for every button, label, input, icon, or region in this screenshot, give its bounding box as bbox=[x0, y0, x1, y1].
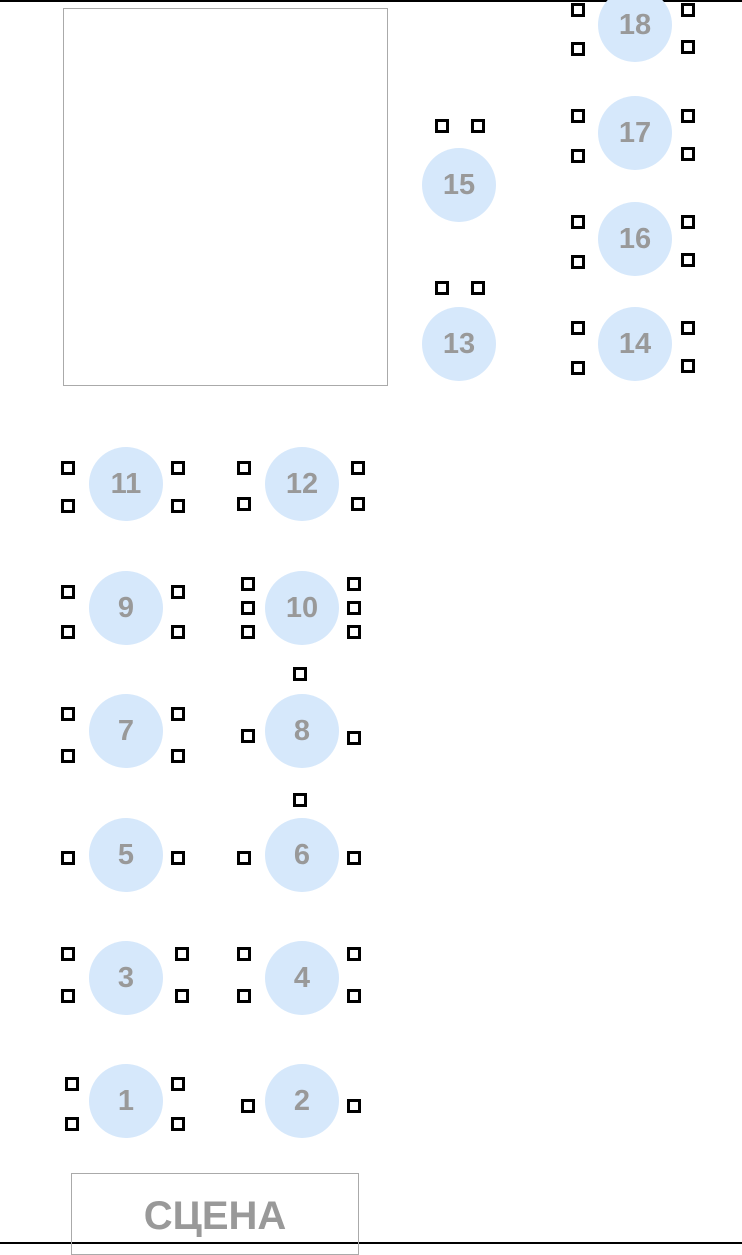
seat-table-3-2[interactable] bbox=[175, 947, 189, 961]
table-3[interactable]: 3 bbox=[89, 941, 163, 1015]
table-13[interactable]: 13 bbox=[422, 307, 496, 381]
seat-table-15-1[interactable] bbox=[435, 119, 449, 133]
seat-table-15-2[interactable] bbox=[471, 119, 485, 133]
seat-table-10-3[interactable] bbox=[241, 625, 255, 639]
seat-table-4-3[interactable] bbox=[237, 989, 251, 1003]
seat-table-5-2[interactable] bbox=[171, 851, 185, 865]
seat-table-4-4[interactable] bbox=[347, 989, 361, 1003]
seat-table-18-1[interactable] bbox=[571, 3, 585, 17]
table-16[interactable]: 16 bbox=[598, 202, 672, 276]
table-4[interactable]: 4 bbox=[265, 941, 339, 1015]
seat-table-8-2[interactable] bbox=[241, 729, 255, 743]
seat-table-12-4[interactable] bbox=[351, 497, 365, 511]
seat-table-16-1[interactable] bbox=[571, 215, 585, 229]
seat-table-10-1[interactable] bbox=[241, 577, 255, 591]
seat-table-7-2[interactable] bbox=[171, 707, 185, 721]
seat-table-6-1[interactable] bbox=[237, 851, 251, 865]
seat-table-8-1[interactable] bbox=[293, 667, 307, 681]
seat-table-4-2[interactable] bbox=[347, 947, 361, 961]
seat-table-5-1[interactable] bbox=[61, 851, 75, 865]
seat-table-3-1[interactable] bbox=[61, 947, 75, 961]
seat-table-2-1[interactable] bbox=[241, 1099, 255, 1113]
seat-table-16-2[interactable] bbox=[681, 215, 695, 229]
table-9[interactable]: 9 bbox=[89, 571, 163, 645]
seat-table-10-5[interactable] bbox=[347, 601, 361, 615]
seat-table-8-4[interactable] bbox=[293, 793, 307, 807]
seat-table-17-1[interactable] bbox=[571, 109, 585, 123]
seat-table-12-2[interactable] bbox=[351, 461, 365, 475]
table-1[interactable]: 1 bbox=[89, 1064, 163, 1138]
seat-table-10-6[interactable] bbox=[347, 625, 361, 639]
seat-table-1-3[interactable] bbox=[65, 1117, 79, 1131]
seat-table-9-3[interactable] bbox=[61, 625, 75, 639]
seat-table-16-3[interactable] bbox=[571, 255, 585, 269]
table-7[interactable]: 7 bbox=[89, 694, 163, 768]
seat-table-17-4[interactable] bbox=[681, 147, 695, 161]
seat-table-4-1[interactable] bbox=[237, 947, 251, 961]
seat-table-1-2[interactable] bbox=[171, 1077, 185, 1091]
top-border bbox=[0, 0, 742, 2]
table-8[interactable]: 8 bbox=[265, 694, 339, 768]
seat-table-9-1[interactable] bbox=[61, 585, 75, 599]
seat-table-14-4[interactable] bbox=[681, 359, 695, 373]
seat-table-11-3[interactable] bbox=[61, 499, 75, 513]
empty-area bbox=[63, 8, 388, 386]
seat-table-18-3[interactable] bbox=[571, 42, 585, 56]
table-11[interactable]: 11 bbox=[89, 447, 163, 521]
seat-table-11-4[interactable] bbox=[171, 499, 185, 513]
seat-table-6-2[interactable] bbox=[347, 851, 361, 865]
seat-table-12-1[interactable] bbox=[237, 461, 251, 475]
seat-table-7-1[interactable] bbox=[61, 707, 75, 721]
seat-table-16-4[interactable] bbox=[681, 253, 695, 267]
table-2[interactable]: 2 bbox=[265, 1064, 339, 1138]
bottom-border bbox=[0, 1242, 742, 1244]
seat-table-11-2[interactable] bbox=[171, 461, 185, 475]
seat-table-14-1[interactable] bbox=[571, 321, 585, 335]
seat-table-10-4[interactable] bbox=[347, 577, 361, 591]
seat-table-11-1[interactable] bbox=[61, 461, 75, 475]
seat-table-13-1[interactable] bbox=[435, 281, 449, 295]
seat-table-10-2[interactable] bbox=[241, 601, 255, 615]
seat-table-9-4[interactable] bbox=[171, 625, 185, 639]
table-17[interactable]: 17 bbox=[598, 96, 672, 170]
table-12[interactable]: 12 bbox=[265, 447, 339, 521]
table-15[interactable]: 15 bbox=[422, 148, 496, 222]
table-6[interactable]: 6 bbox=[265, 818, 339, 892]
table-18[interactable]: 18 bbox=[598, 0, 672, 62]
seat-table-17-2[interactable] bbox=[681, 109, 695, 123]
seat-table-18-4[interactable] bbox=[681, 40, 695, 54]
seat-table-2-2[interactable] bbox=[347, 1099, 361, 1113]
seat-table-7-4[interactable] bbox=[171, 749, 185, 763]
seat-table-14-2[interactable] bbox=[681, 321, 695, 335]
stage: СЦЕНА bbox=[71, 1173, 359, 1255]
seat-table-9-2[interactable] bbox=[171, 585, 185, 599]
seat-table-13-2[interactable] bbox=[471, 281, 485, 295]
seat-table-12-3[interactable] bbox=[237, 497, 251, 511]
seat-table-8-3[interactable] bbox=[347, 731, 361, 745]
seat-table-1-1[interactable] bbox=[65, 1077, 79, 1091]
table-5[interactable]: 5 bbox=[89, 818, 163, 892]
table-10[interactable]: 10 bbox=[265, 571, 339, 645]
seat-table-1-4[interactable] bbox=[171, 1117, 185, 1131]
seat-table-14-3[interactable] bbox=[571, 361, 585, 375]
seat-table-3-4[interactable] bbox=[175, 989, 189, 1003]
table-14[interactable]: 14 bbox=[598, 307, 672, 381]
seat-table-18-2[interactable] bbox=[681, 3, 695, 17]
seat-table-7-3[interactable] bbox=[61, 749, 75, 763]
seat-table-17-3[interactable] bbox=[571, 149, 585, 163]
seat-table-3-3[interactable] bbox=[61, 989, 75, 1003]
stage-label: СЦЕНА bbox=[143, 1194, 287, 1238]
